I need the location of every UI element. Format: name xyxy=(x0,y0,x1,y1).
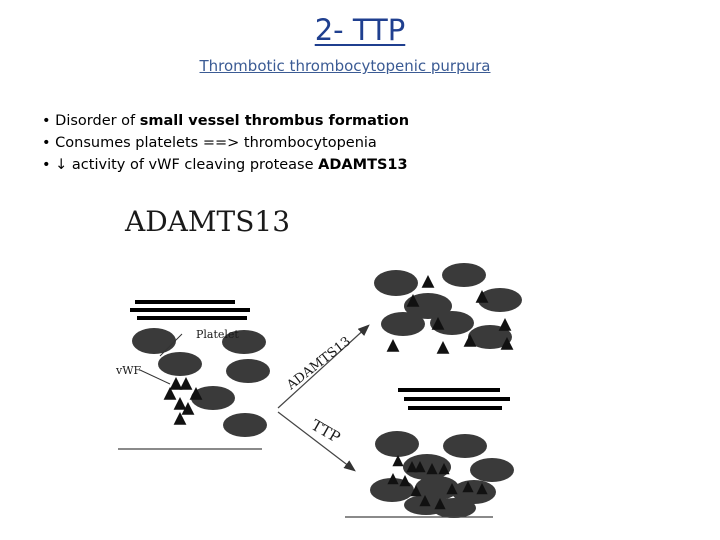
platelet-shape xyxy=(226,359,270,383)
slide-title: 2- TTP xyxy=(314,13,406,47)
vwf-multimer-shape xyxy=(410,485,422,497)
vwf-multimer-shape xyxy=(179,377,193,390)
vwf-multimer-shape xyxy=(392,455,404,467)
vwf-multimer-shape xyxy=(421,275,435,288)
platelet-shape xyxy=(132,328,176,354)
vwf-multimer-shape xyxy=(169,377,183,390)
bullet-text: • ↓ activity of vWF cleaving protease xyxy=(42,157,319,173)
vwf-multimer-shape xyxy=(431,317,445,330)
vwf-multimer-shape xyxy=(463,334,477,347)
vwf-multimer-shape xyxy=(399,475,411,487)
bullet-item: • ↓ activity of vWF cleaving protease AD… xyxy=(42,154,409,176)
vwf-multimer-shape xyxy=(500,337,514,350)
vwf-multimers-left xyxy=(163,377,203,425)
platelet-shape xyxy=(404,293,452,319)
platelet-shape xyxy=(374,270,418,296)
platelet-shape xyxy=(468,325,512,349)
platelet-shape xyxy=(222,330,266,354)
vwf-multimer-shape xyxy=(446,483,458,495)
platelet-shape xyxy=(375,431,419,457)
platelet-shape xyxy=(191,386,235,410)
platelet-shape xyxy=(158,352,202,376)
platelet-shape xyxy=(381,312,425,336)
bullet-item: • Disorder of small vessel thrombus form… xyxy=(42,110,409,132)
vwf-multimer-shape xyxy=(462,481,474,493)
platelet-cluster-left xyxy=(132,328,270,437)
bullet-list: • Disorder of small vessel thrombus form… xyxy=(42,110,409,176)
vwf-multimer-shape xyxy=(436,341,450,354)
diagram-heading: ADAMTS13 xyxy=(124,205,290,238)
vwf-multimer-shape xyxy=(498,318,512,331)
vwf-multimer-shape xyxy=(189,387,203,400)
vwf-multimer-shape xyxy=(406,461,418,473)
vwf-multimer-shape xyxy=(406,294,420,307)
platelet-label: Platelet xyxy=(196,328,239,341)
bullet-text: • Disorder of xyxy=(42,113,140,129)
bullet-item: • Consumes platelets ==> thrombocytopeni… xyxy=(42,132,409,154)
platelet-shape xyxy=(223,413,267,437)
vwf-multimer-shape xyxy=(419,495,431,507)
vwf-multimer-shape xyxy=(181,402,195,415)
vwf-multimer-shape xyxy=(163,387,177,400)
vwf-multimer-shape xyxy=(387,473,399,485)
vwf-multimer-shape xyxy=(438,463,450,475)
vwf-multimer-shape xyxy=(173,412,187,425)
vwf-multimer-shape xyxy=(476,483,488,495)
platelet-shape xyxy=(443,434,487,458)
vwf-strands-right xyxy=(398,388,510,410)
slide-subtitle: Thrombotic thrombocytopenic purpura xyxy=(199,57,491,75)
thrombus-cluster xyxy=(370,431,514,518)
vwf-strands-left xyxy=(130,300,250,320)
platelet-shape xyxy=(442,263,486,287)
platelet-shape xyxy=(470,458,514,482)
ttp-arrow-label: TTP xyxy=(308,416,343,447)
vwf-label: vWF xyxy=(115,364,142,377)
bullet-text: • Consumes platelets ==> thrombocytopeni… xyxy=(42,135,377,151)
cleaved-vwf-cluster xyxy=(374,263,522,354)
vwf-multimer-shape xyxy=(386,339,400,352)
adamts13-arrow-label: ADAMTS13 xyxy=(283,334,353,394)
bullet-bold-text: ADAMTS13 xyxy=(318,157,408,173)
vwf-multimer-shape xyxy=(434,498,446,510)
platelet-shape xyxy=(452,480,496,504)
adamts13-arrow xyxy=(277,324,370,409)
vwf-multimer-shape xyxy=(173,397,187,410)
vwf-multimer-shape xyxy=(414,461,426,473)
bullet-bold-text: small vessel thrombus formation xyxy=(139,113,410,129)
platelet-shape xyxy=(478,288,522,312)
vwf-multimer-shape xyxy=(475,290,489,303)
ttp-arrow xyxy=(277,411,356,472)
vwf-multimer-shape xyxy=(426,463,438,475)
